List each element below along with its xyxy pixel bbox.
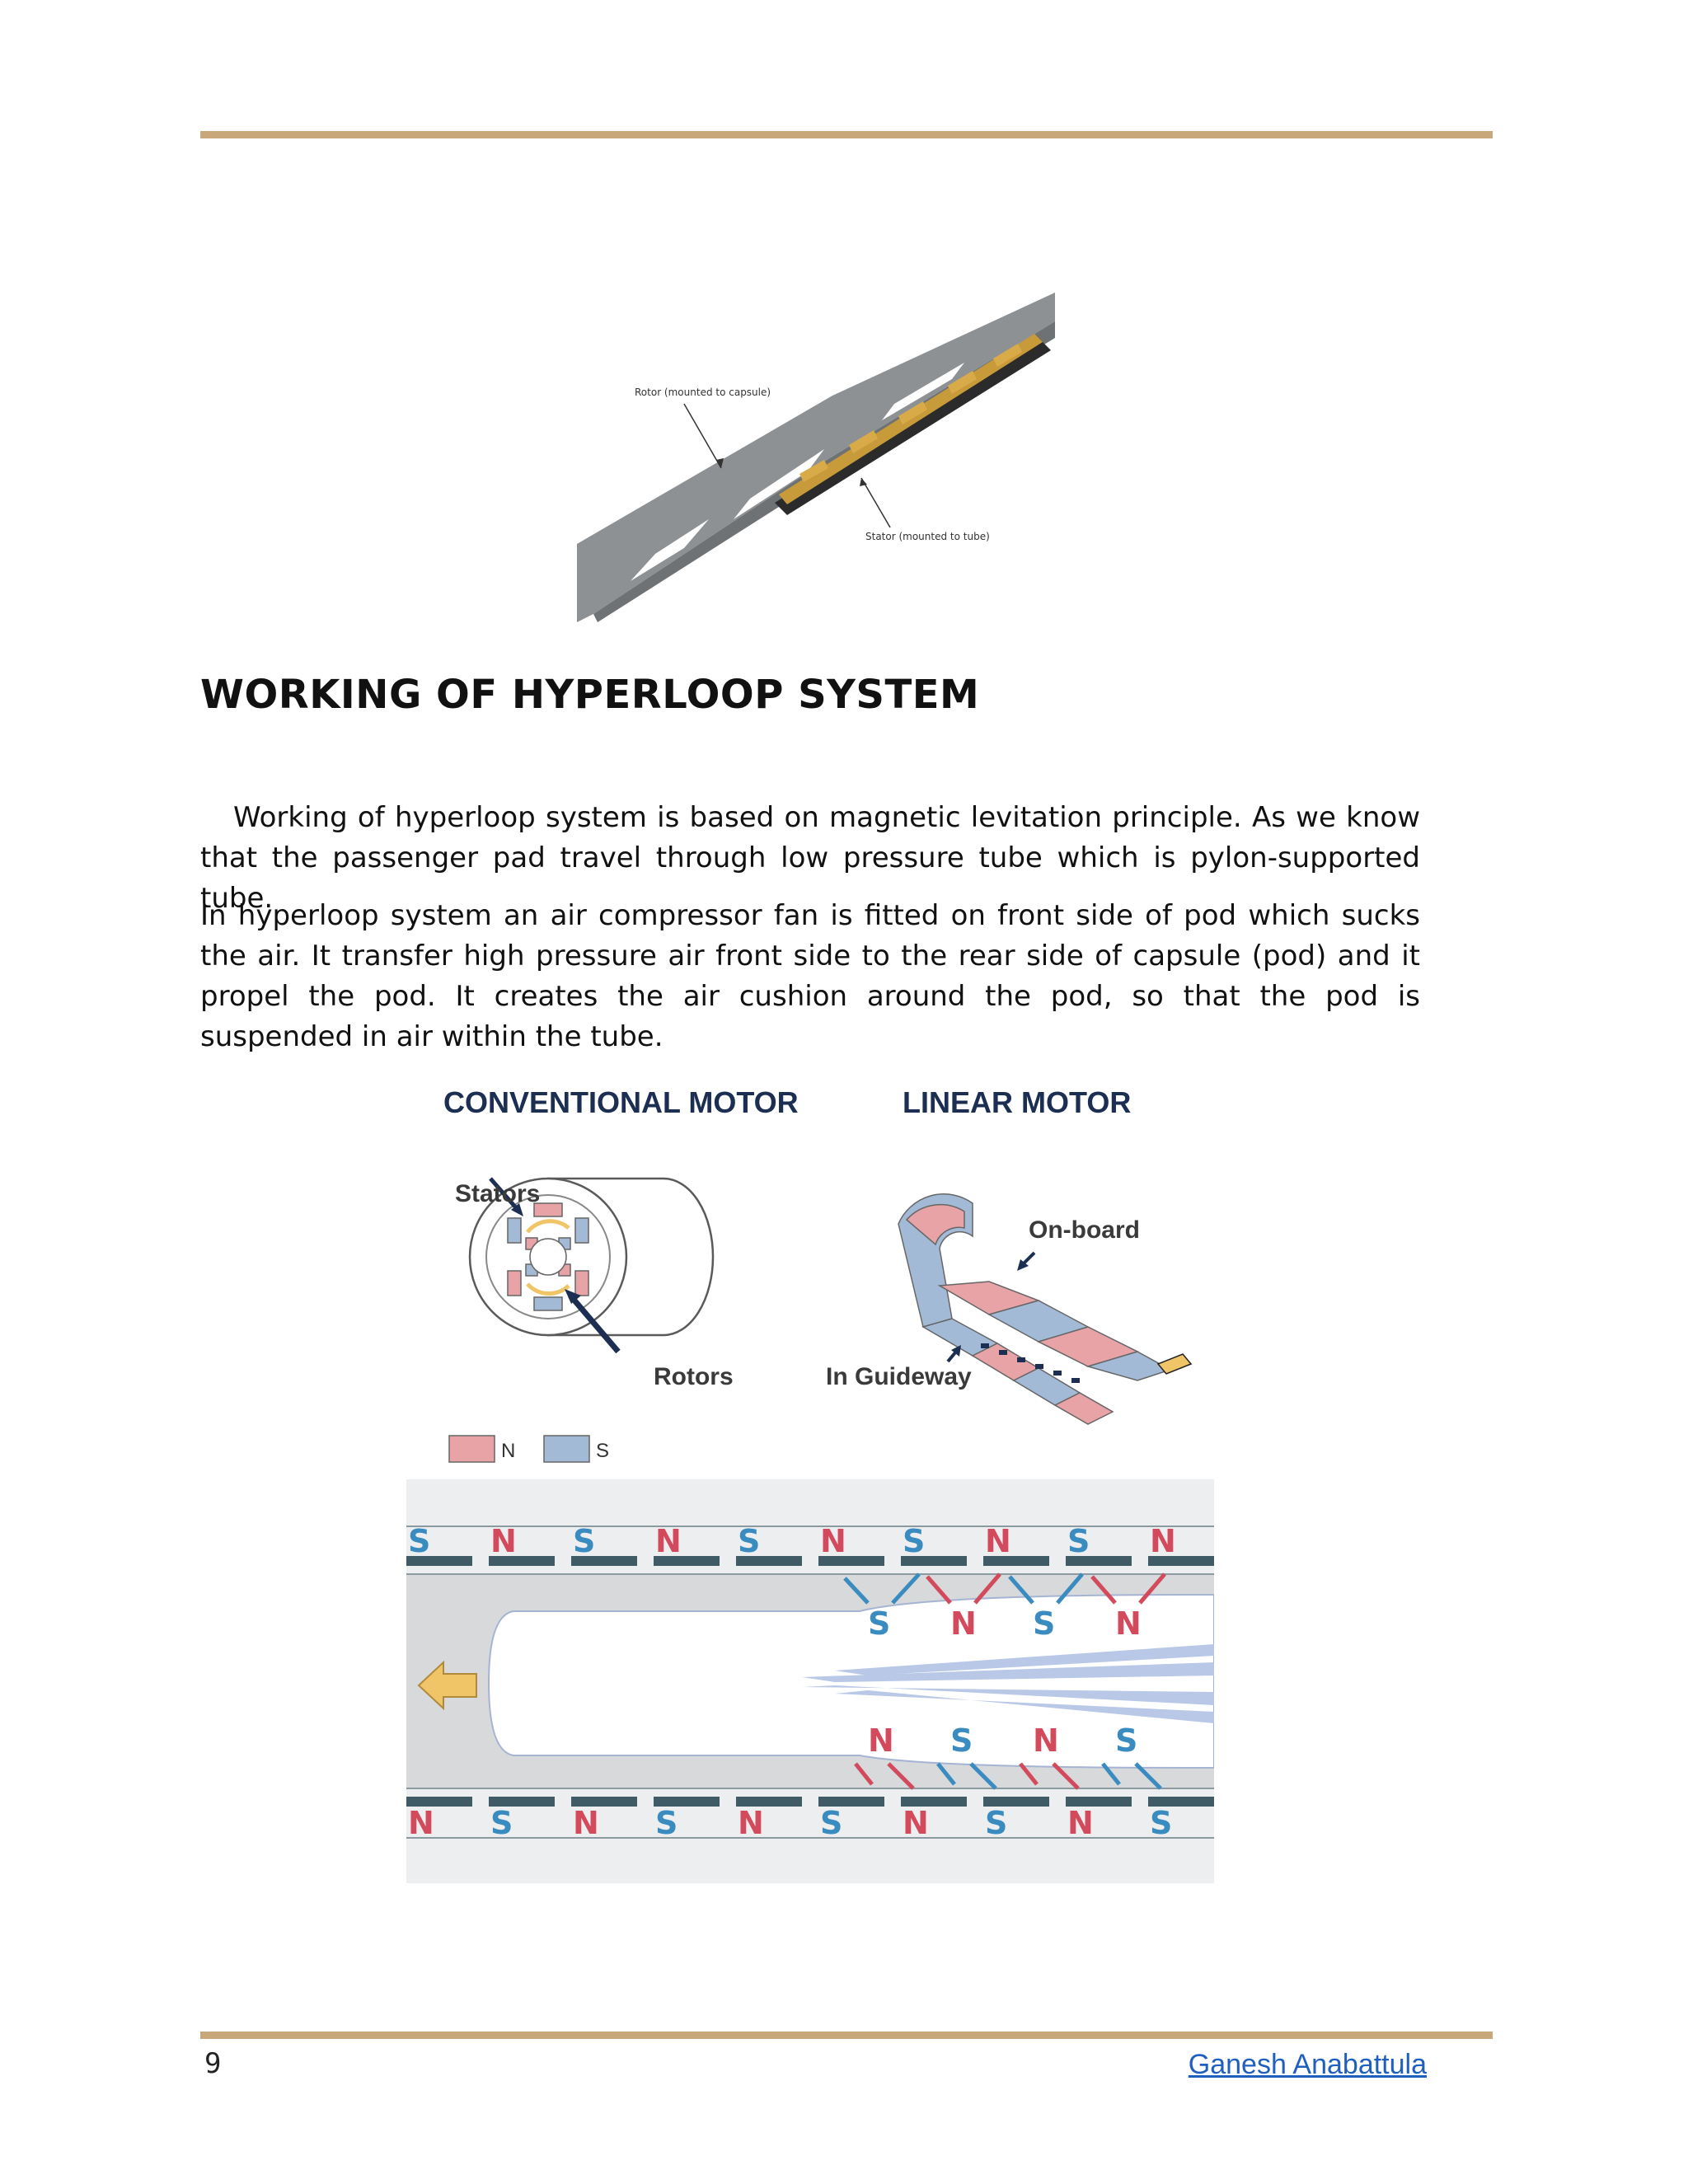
section-heading: WORKING OF HYPERLOOP SYSTEM — [200, 672, 980, 718]
bottom-rail-pole: S — [985, 1805, 1007, 1841]
legend-north-swatch — [448, 1435, 495, 1463]
pod-bottom-pole: S — [1115, 1722, 1137, 1759]
top-rail-pole: N — [490, 1523, 517, 1559]
bottom-rail-pole: N — [1067, 1805, 1094, 1841]
bottom-rail-pole: N — [903, 1805, 929, 1841]
pod-bottom-pole: S — [950, 1722, 973, 1759]
conventional-motor-diagram — [468, 1177, 715, 1354]
paragraph-1: Working of hyperloop system is based on … — [200, 801, 1420, 915]
pod-bottom-pole: N — [1033, 1722, 1059, 1759]
direction-arrow — [417, 1660, 477, 1711]
top-rail-pole: N — [985, 1523, 1011, 1559]
onboard-label: On-board — [1029, 1216, 1140, 1244]
top-rail-pole: N — [655, 1523, 682, 1559]
footer-rule — [200, 2032, 1493, 2039]
top-rail-pole: N — [820, 1523, 846, 1559]
bottom-rail-pole: N — [573, 1805, 599, 1841]
pod-top-pole: N — [1115, 1605, 1142, 1642]
pod-top-pole: N — [950, 1605, 977, 1642]
rotors-label: Rotors — [654, 1363, 734, 1390]
header-rule — [200, 131, 1493, 138]
rotor-stator-figure: Rotor (mounted to capsule) Stator (mount… — [577, 293, 1055, 622]
top-rail-pole: S — [408, 1523, 430, 1559]
top-rail-pole: N — [1150, 1523, 1176, 1559]
stator-label: Stator (mounted to tube) — [865, 531, 990, 542]
top-rail-pole: S — [1067, 1523, 1090, 1559]
stators-label: Stators — [455, 1180, 540, 1207]
top-rail-pole: S — [573, 1523, 595, 1559]
bottom-rail-pole: N — [408, 1805, 434, 1841]
top-rail-pole: S — [903, 1523, 925, 1559]
legend-north-label: N — [501, 1440, 515, 1462]
top-rail-pole: S — [738, 1523, 760, 1559]
bottom-rail-pole: S — [1150, 1805, 1172, 1841]
linear-motor-diagram — [898, 1193, 1193, 1425]
motor-comparison-figure: CONVENTIONAL MOTOR LINEAR MOTOR Stators … — [443, 1085, 1193, 1463]
maglev-levitation-figure: S N S N S N S N S N S N S N N S N S N S … — [406, 1479, 1214, 1883]
page-number: 9 — [204, 2047, 222, 2080]
pod-top-pole: S — [1033, 1605, 1055, 1642]
in-guideway-label: In Guideway — [826, 1363, 972, 1390]
rotor-label: Rotor (mounted to capsule) — [635, 387, 771, 398]
guideway-dots — [981, 1343, 1080, 1383]
author-link[interactable]: Ganesh Anabattula — [1188, 2049, 1427, 2080]
pod-bottom-pole: N — [868, 1722, 894, 1759]
paragraph-2: In hyperloop system an air compressor fa… — [200, 899, 1420, 1053]
bottom-rail-pole: S — [490, 1805, 513, 1841]
conventional-motor-title: CONVENTIONAL MOTOR — [443, 1085, 799, 1119]
bottom-rail-pole: S — [820, 1805, 842, 1841]
legend-south-label: S — [596, 1440, 609, 1462]
legend-south-swatch — [543, 1435, 590, 1463]
bottom-rail-pole: N — [738, 1805, 764, 1841]
magnetic-force-arrows — [843, 1572, 1166, 1790]
pod-top-pole: S — [868, 1605, 890, 1642]
bottom-rail-pole: S — [655, 1805, 678, 1841]
linear-motor-title: LINEAR MOTOR — [903, 1085, 1131, 1119]
